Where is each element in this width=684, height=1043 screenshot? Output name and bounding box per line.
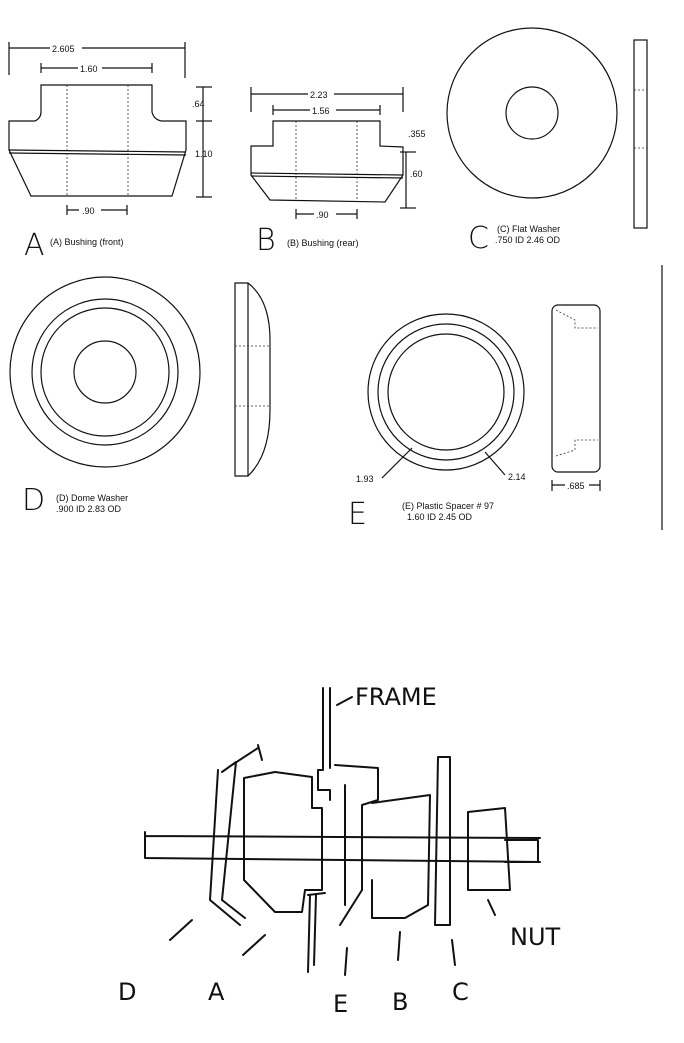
dim-b-overall: 2.23 [310,90,328,100]
dim-a-overall: 2.605 [52,44,75,54]
spec-c: .750 ID 2.46 OD [495,235,561,245]
dim-b-bore: .90 [316,210,329,220]
assembly-sketch: FRAME NUT D A E B C [118,683,561,1018]
spec-d: .900 ID 2.83 OD [56,504,122,514]
caption-d: (D) Dome Washer [56,493,128,503]
dim-a-bore: .90 [82,206,95,216]
sketch-label-e: E [333,990,348,1018]
dim-b-top: 1.56 [312,106,330,116]
label-b: B [256,223,276,258]
caption-c: (C) Flat Washer [497,224,560,234]
caption-e: (E) Plastic Spacer # 97 [402,501,494,511]
dim-e-width: .685 [567,481,585,491]
part-e-plastic-spacer: 1.93 2.14 .685 E (E) Plastic Spacer # 97… [348,304,601,532]
dim-a-base-height: 1.10 [195,149,213,159]
dim-a-top: 1.60 [80,64,98,74]
dim-e-outer: 2.14 [508,472,526,482]
part-d-dome-washer: D (D) Dome Washer .900 ID 2.83 OD [9,276,271,518]
sketch-label-a: A [208,978,225,1006]
dim-b-top-height: .355 [408,129,426,139]
part-a-bushing-front: 2.605 1.60 .64 1.10 .90 A (A) Bushing (f… [8,42,213,263]
caption-b: (B) Bushing (rear) [287,238,359,248]
label-c: C [468,221,489,256]
frame-label: FRAME [355,683,437,711]
dim-a-top-height: .64 [192,99,205,109]
part-b-bushing-rear: 2.23 1.56 .355 .60 .90 B (B) Bushing (re… [250,87,426,258]
label-e: E [348,497,367,532]
nut-label: NUT [510,923,561,951]
sketch-label-c: C [452,978,469,1006]
spec-e: 1.60 ID 2.45 OD [407,512,473,522]
sketch-label-d: D [118,978,136,1006]
dim-b-base-height: .60 [410,169,423,179]
dim-e-inner: 1.93 [356,474,374,484]
label-a: A [24,228,45,263]
caption-a: (A) Bushing (front) [50,237,124,247]
part-c-flat-washer: C (C) Flat Washer .750 ID 2.46 OD [446,27,648,256]
label-d: D [22,483,45,518]
sketch-label-b: B [392,988,408,1016]
